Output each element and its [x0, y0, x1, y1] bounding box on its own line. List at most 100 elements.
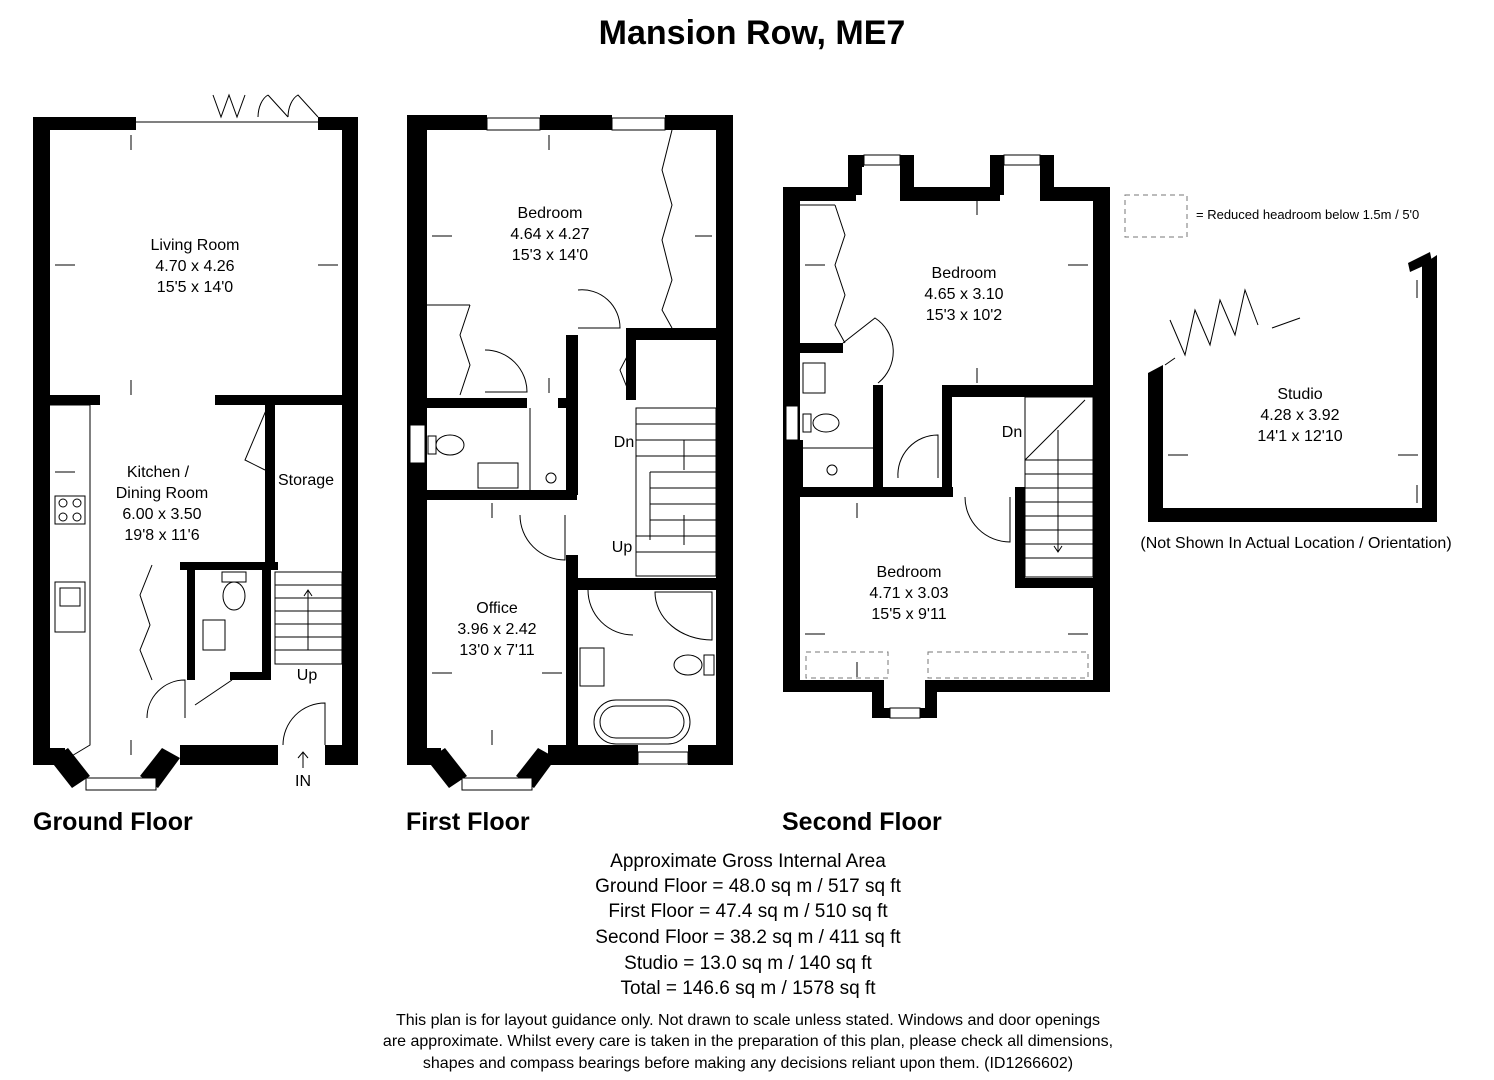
- room-name: Dining Room: [116, 485, 208, 502]
- toilet-icon: [802, 413, 812, 433]
- floor-label: Second Floor: [782, 808, 942, 836]
- door-swing: [194, 679, 233, 706]
- wall: [427, 490, 577, 500]
- stairs-label: Up: [297, 667, 318, 684]
- door-swing: [484, 349, 528, 393]
- wall: [50, 748, 90, 788]
- wardrobe-door: [661, 129, 673, 329]
- bifold-door: [212, 93, 246, 119]
- wall: [578, 578, 716, 590]
- wall: [265, 405, 275, 565]
- room-dimensions-imperial: 15'5 x 14'0: [157, 279, 233, 296]
- wall: [566, 555, 578, 755]
- wall: [942, 385, 952, 490]
- wall: [783, 440, 803, 490]
- room-dimensions-imperial: 15'5 x 9'11: [871, 606, 946, 623]
- wall: [180, 745, 278, 765]
- stairs-up-label: Up: [612, 539, 633, 556]
- floor-label: Ground Floor: [33, 808, 193, 836]
- wall: [688, 745, 733, 765]
- area-summary: Approximate Gross Internal Area Ground F…: [595, 851, 901, 999]
- toilet-icon: [812, 413, 840, 433]
- toilet-icon: [427, 435, 437, 455]
- hob-icon: [72, 512, 82, 522]
- wall: [566, 335, 578, 495]
- reduced-headroom-area: [805, 651, 889, 679]
- window: [486, 117, 541, 131]
- door-swing: [842, 317, 894, 384]
- wall: [33, 117, 50, 765]
- toilet-icon: [221, 571, 247, 583]
- disclaimer: This plan is for layout guidance only. N…: [383, 1012, 1113, 1072]
- shower-icon: [826, 464, 838, 476]
- wall: [1040, 187, 1110, 201]
- wall: [783, 187, 856, 201]
- hob-icon: [58, 512, 68, 522]
- disclaimer-line: shapes and compass bearings before makin…: [423, 1055, 1073, 1072]
- disclaimer-line: are approximate. Whilst every care is ta…: [383, 1033, 1113, 1050]
- cupboard-door: [619, 344, 634, 396]
- wall: [900, 187, 1000, 201]
- wall: [540, 115, 612, 130]
- wardrobe-door: [459, 304, 471, 396]
- studio-note: (Not Shown In Actual Location / Orientat…: [1140, 535, 1451, 552]
- storage-door: [244, 407, 268, 471]
- entrance-label: IN: [295, 773, 311, 790]
- room-name: Storage: [278, 472, 334, 489]
- room-dimensions-metric: 4.70 x 4.26: [155, 258, 234, 275]
- shower-icon: [545, 472, 557, 484]
- hob-icon: [54, 495, 86, 525]
- door-swing: [146, 679, 186, 719]
- room-dimensions-imperial: 19'8 x 11'6: [124, 527, 199, 544]
- entrance-arrow-icon: [297, 751, 309, 759]
- wall: [1093, 187, 1110, 692]
- legend-text: = Reduced headroom below 1.5m / 5'0: [1196, 207, 1419, 222]
- stairs: [635, 407, 717, 577]
- studio-plan: Studio 4.28 x 3.92 14'1 x 12'10 (Not Sho…: [1140, 252, 1452, 552]
- window: [863, 154, 901, 166]
- room-dimensions-imperial: 15'3 x 10'2: [926, 307, 1002, 324]
- stairs-down-label: Dn: [1002, 424, 1022, 441]
- wall: [783, 680, 883, 692]
- door-swing: [897, 434, 939, 479]
- disclaimer-line: This plan is for layout guidance only. N…: [396, 1012, 1100, 1029]
- wall: [1015, 578, 1093, 588]
- wall: [50, 395, 100, 405]
- bifold-door: [1169, 288, 1259, 357]
- room-dimensions-metric: 6.00 x 3.50: [122, 506, 201, 523]
- hob-icon: [72, 498, 82, 508]
- wall: [872, 708, 890, 718]
- window: [785, 405, 799, 441]
- room-dimensions-imperial: 14'1 x 12'10: [1257, 428, 1342, 445]
- door-swing: [587, 589, 634, 636]
- wall: [427, 398, 527, 408]
- first-floor-plan: Bedroom 4.64 x 4.27 15'3 x 14'0 Office 3…: [406, 115, 733, 836]
- wardrobe-door: [834, 204, 846, 344]
- area-line: Second Floor = 38.2 sq m / 411 sq ft: [595, 927, 901, 948]
- stairs-down-label: Dn: [614, 434, 634, 451]
- stairs: [274, 571, 343, 665]
- hob-icon: [58, 498, 68, 508]
- plan-title: Mansion Row, ME7: [599, 14, 906, 52]
- toilet-icon: [222, 581, 246, 611]
- wall: [1408, 252, 1432, 272]
- wall: [716, 115, 733, 765]
- front-door-swing: [282, 702, 326, 746]
- wall: [230, 672, 271, 680]
- area-heading: Approximate Gross Internal Area: [610, 851, 886, 872]
- door-swing: [964, 496, 1011, 543]
- bay-window: [85, 777, 157, 791]
- basin-icon: [802, 362, 826, 394]
- room-dimensions-imperial: 15'3 x 14'0: [512, 247, 588, 264]
- room-dimensions-imperial: 13'0 x 7'11: [459, 642, 534, 659]
- wall: [920, 708, 937, 718]
- second-floor-plan: Bedroom 4.65 x 3.10 15'3 x 10'2 Bedroom …: [782, 154, 1110, 836]
- legend-swatch: [1124, 194, 1188, 238]
- window: [1003, 154, 1041, 166]
- bathtub-icon: [599, 705, 685, 739]
- door-swing: [577, 289, 621, 329]
- wall: [325, 745, 358, 765]
- wall: [180, 562, 278, 570]
- kitchen-counter: [50, 404, 91, 761]
